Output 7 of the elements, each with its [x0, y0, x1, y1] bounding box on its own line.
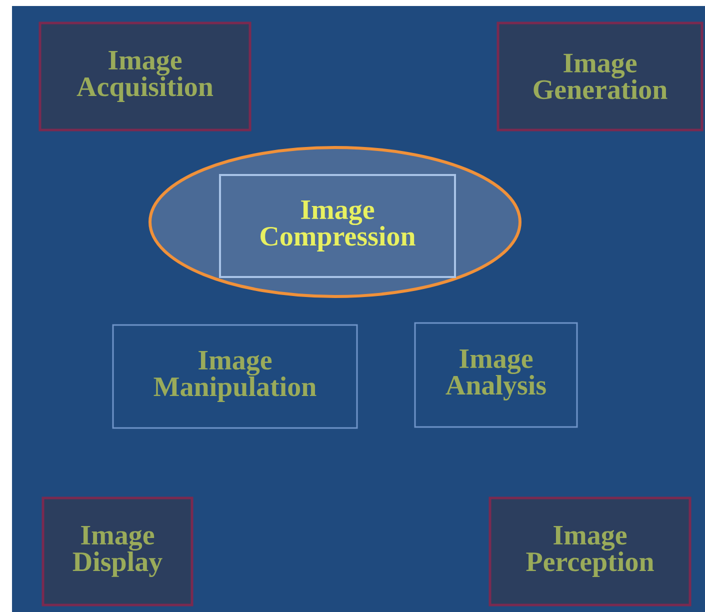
process-box: Image Perception	[488, 496, 692, 606]
process-box: Image Acquisition	[38, 22, 252, 132]
process-box: Image Generation	[496, 22, 704, 132]
process-box: Image Analysis	[414, 322, 578, 428]
process-box: Image Manipulation	[112, 324, 358, 429]
process-box: Image Display	[42, 496, 194, 606]
highlighted-box: Image Compression	[219, 174, 456, 278]
